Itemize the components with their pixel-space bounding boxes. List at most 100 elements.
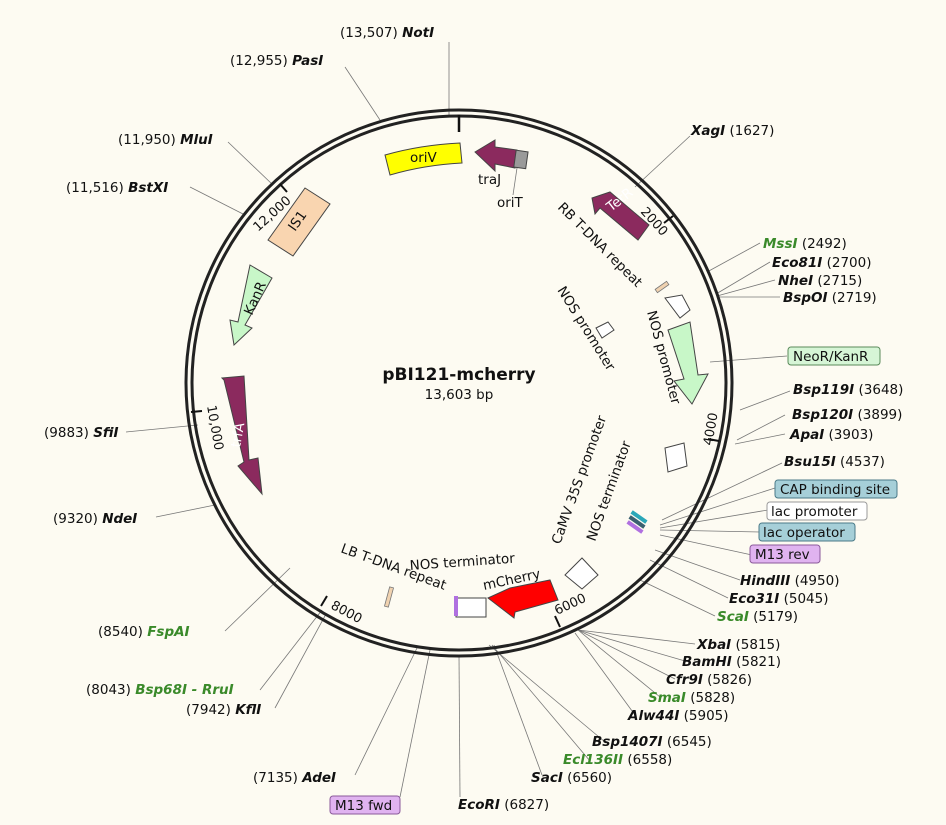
label-traJ: traJ <box>478 172 501 188</box>
site-position: (6545) <box>663 734 712 750</box>
site-name: XbaI <box>696 637 731 653</box>
site-position: (2719) <box>828 290 877 306</box>
site-position: (4537) <box>836 454 885 470</box>
site-name: HindIII <box>740 573 790 589</box>
site-bamhi[interactable]: BamHI (5821) <box>682 654 781 670</box>
site-eco81i[interactable]: Eco81I (2700) <box>772 255 872 271</box>
site-xagi[interactable]: XagI (1627) <box>690 123 774 139</box>
label-nos-terminator-2: NOS terminator <box>409 551 516 574</box>
site-name: BspOI <box>783 290 828 306</box>
feature-lac-cluster <box>626 510 648 534</box>
site-bsp120i[interactable]: Bsp120I (3899) <box>792 407 902 423</box>
svg-text:M13 fwd: M13 fwd <box>335 798 392 814</box>
feature-NeoR-arrow[interactable] <box>667 321 709 405</box>
restriction-sites: (13,507) NotI (12,955) PasI (11,950) MluI (… <box>44 25 903 813</box>
label-M13-fwd[interactable]: M13 fwd <box>329 795 401 815</box>
site-pasi[interactable]: (12,955) PasI <box>230 53 323 69</box>
site-alw44i[interactable]: Alw44I (5905) <box>627 708 729 724</box>
site-position: (8043) <box>86 682 135 698</box>
site-name: EcoRI <box>458 797 500 813</box>
site-name: NdeI <box>102 511 137 527</box>
label-NeoR-KanR[interactable]: NeoR/KanR <box>787 346 881 366</box>
site-bsu15i[interactable]: Bsu15I (4537) <box>784 454 885 470</box>
feature-IS1[interactable]: IS1 <box>267 187 331 257</box>
site-name: Bsp119I <box>793 382 854 398</box>
site-scai[interactable]: ScaI (5179) <box>717 609 798 625</box>
site-name: NotI <box>402 25 434 41</box>
svg-text:oriV: oriV <box>410 150 438 166</box>
site-name: Eco31I <box>729 591 779 607</box>
site-hindiii[interactable]: HindIII (4950) <box>740 573 839 589</box>
site-bstxi[interactable]: (11,516) BstXI <box>66 180 168 196</box>
site-name: SmaI <box>648 690 686 706</box>
site-bsp68i-rrui[interactable]: (8043) Bsp68I - RruI <box>86 682 234 698</box>
site-position: (5828) <box>686 690 735 706</box>
site-sfii[interactable]: (9883) SfiI <box>44 425 119 441</box>
site-name: Eco81I <box>772 255 822 271</box>
feature-nos-terminator-arrow <box>564 557 599 590</box>
site-nhei[interactable]: NheI (2715) <box>778 273 862 289</box>
feature-oriV[interactable]: oriV <box>384 142 463 176</box>
label-lac-promoter[interactable]: lac promoter <box>766 501 868 521</box>
svg-text:CAP binding site: CAP binding site <box>780 482 890 498</box>
tick-8000: 8000 <box>328 598 364 627</box>
site-position: (2700) <box>822 255 871 271</box>
site-noti[interactable]: (13,507) NotI <box>340 25 434 41</box>
site-position: (12,955) <box>230 53 292 69</box>
label-CAP-binding-site[interactable]: CAP binding site <box>774 479 898 499</box>
site-adei[interactable]: (7135) AdeI <box>253 770 336 786</box>
site-smai[interactable]: SmaI (5828) <box>648 690 735 706</box>
plasmid-name: pBI121-mcherry <box>382 365 535 385</box>
site-position: (8540) <box>98 624 147 640</box>
feature-trfA-arrow[interactable]: trfA <box>220 375 263 496</box>
site-position: (6558) <box>623 752 672 768</box>
site-name: SacI <box>531 770 563 786</box>
site-fspai[interactable]: (8540) FspAI <box>98 624 190 640</box>
site-eco31i[interactable]: Eco31I (5045) <box>729 591 829 607</box>
tick-10000: 10,000 <box>203 404 226 451</box>
site-position: (3903) <box>824 427 873 443</box>
site-cfr9i[interactable]: Cfr9I (5826) <box>666 672 752 688</box>
svg-text:lac promoter: lac promoter <box>771 504 858 520</box>
site-position: (5826) <box>703 672 752 688</box>
site-position: (2715) <box>813 273 862 289</box>
site-position: (9883) <box>44 425 93 441</box>
site-name: ApaI <box>789 427 824 443</box>
site-mlui[interactable]: (11,950) MluI <box>118 132 213 148</box>
site-kfli[interactable]: (7942) KflI <box>186 702 261 718</box>
site-position: (5045) <box>779 591 828 607</box>
site-bspoi[interactable]: BspOI (2719) <box>783 290 877 306</box>
site-apai[interactable]: ApaI (3903) <box>789 427 873 443</box>
site-position: (5905) <box>679 708 728 724</box>
site-ecl136ii[interactable]: Ecl136II (6558) <box>563 752 672 768</box>
site-position: (6827) <box>500 797 549 813</box>
site-name: Bsp1407I <box>592 734 663 750</box>
feature-KanR-arrow[interactable]: KanR <box>229 264 273 347</box>
site-name: Bsp68I - RruI <box>135 682 234 698</box>
site-position: (7942) <box>186 702 235 718</box>
site-ecori[interactable]: EcoRI (6827) <box>458 797 549 813</box>
tick-6000: 6000 <box>552 591 588 619</box>
site-position: (9320) <box>53 511 102 527</box>
site-name: NheI <box>778 273 813 289</box>
site-name: MssI <box>763 236 798 252</box>
site-mssi[interactable]: MssI (2492) <box>763 236 847 252</box>
site-position: (13,507) <box>340 25 402 41</box>
site-bsp1407i[interactable]: Bsp1407I (6545) <box>592 734 712 750</box>
site-name: BamHI <box>682 654 732 670</box>
site-ndei[interactable]: (9320) NdeI <box>53 511 137 527</box>
site-bsp119i[interactable]: Bsp119I (3648) <box>793 382 903 398</box>
site-name: SfiI <box>93 425 118 441</box>
label-M13-rev[interactable]: M13 rev <box>749 544 821 564</box>
svg-text:NeoR/KanR: NeoR/KanR <box>793 349 868 365</box>
site-saci[interactable]: SacI (6560) <box>531 770 612 786</box>
site-name: Ecl136II <box>563 752 623 768</box>
site-xbai[interactable]: XbaI (5815) <box>696 637 780 653</box>
feature-RB-marker <box>654 280 670 294</box>
tick-4000: 4000 <box>701 411 722 446</box>
feature-mCherry-arrow[interactable] <box>487 579 559 619</box>
site-position: (7135) <box>253 770 302 786</box>
feature-traJ-arrow[interactable]: traJ oriT <box>474 139 529 211</box>
label-lac-operator[interactable]: lac operator <box>758 522 856 542</box>
